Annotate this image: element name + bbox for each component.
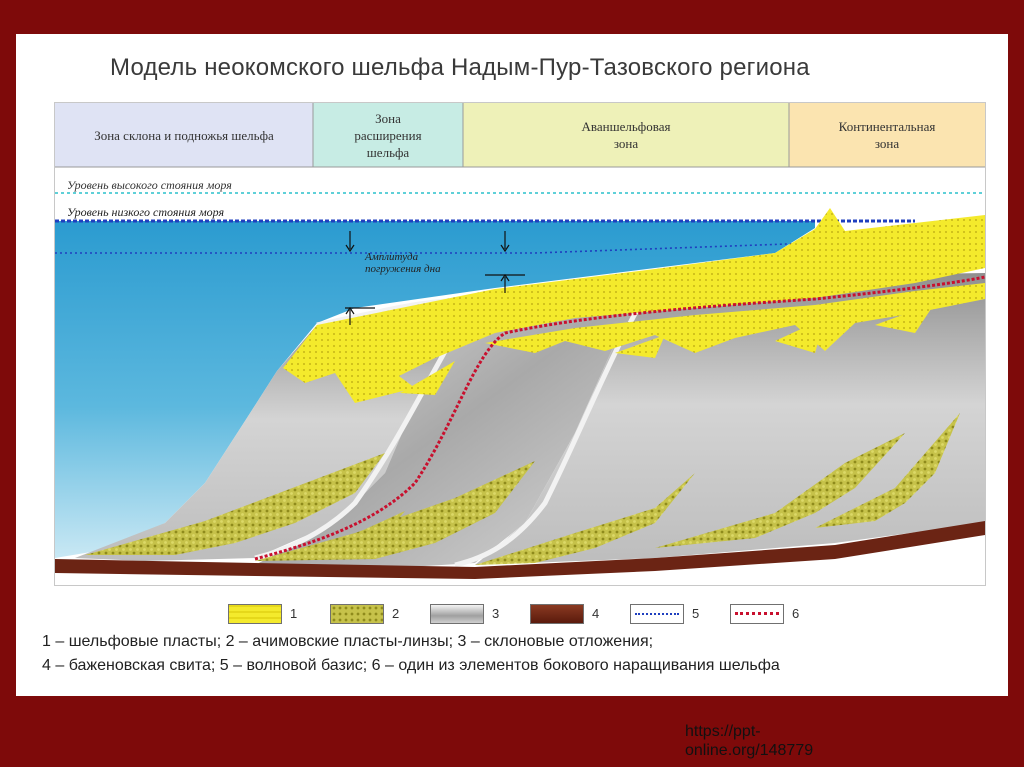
legend-swatches: 1 2 3 4 5 6 — [0, 604, 1024, 626]
zone-continental-label-2: зона — [875, 136, 900, 151]
zone-expansion-label-3: шельфа — [367, 145, 410, 160]
amplitude-label-1: Амплитуда — [364, 251, 419, 263]
source-url-line-2[interactable]: online.org/148779 — [685, 741, 885, 760]
legend-text-line-1: 1 – шельфовые пласты; 2 – ачимовские пла… — [42, 633, 653, 651]
legend-swatch-slope — [430, 604, 484, 624]
amplitude-label-2: погружения дна — [365, 263, 441, 275]
legend-num-4: 4 — [592, 606, 599, 621]
zone-avanshelf-bg — [463, 103, 789, 167]
legend-swatch-bazhenov — [530, 604, 584, 624]
source-url-line-1[interactable]: https://ppt- — [685, 722, 885, 741]
zone-continental-label-1: Континентальная — [839, 119, 936, 134]
zone-avanshelf-label-1: Аваншельфовая — [582, 119, 671, 134]
slide-title: Модель неокомского шельфа Надым-Пур-Тазо… — [110, 54, 810, 82]
legend-num-1: 1 — [290, 606, 297, 621]
legend-swatch-shelf — [228, 604, 282, 624]
low-sea-level-label: Уровень низкого стояния моря — [67, 205, 224, 219]
zone-continental-bg — [789, 103, 985, 167]
zone-header: Зона склона и подножья шельфа Зона расши… — [55, 103, 985, 167]
high-sea-level-label: Уровень высокого стояния моря — [67, 178, 232, 192]
legend-num-5: 5 — [692, 606, 699, 621]
zone-avanshelf-label-2: зона — [614, 136, 639, 151]
diagram-canvas: Зона склона и подножья шельфа Зона расши… — [55, 103, 985, 585]
legend-text-line-2: 4 – баженовская свита; 5 – волновой бази… — [42, 657, 780, 675]
legend-num-3: 3 — [492, 606, 499, 621]
shelf-model-diagram: Зона склона и подножья шельфа Зона расши… — [54, 102, 986, 586]
legend-swatch-accretion — [730, 604, 784, 624]
legend-num-6: 6 — [792, 606, 799, 621]
zone-slope-label: Зона склона и подножья шельфа — [94, 128, 274, 143]
zone-expansion-label-2: расширения — [354, 128, 421, 143]
legend-swatch-wave-base — [630, 604, 684, 624]
legend-num-2: 2 — [392, 606, 399, 621]
legend-swatch-achimov — [330, 604, 384, 624]
zone-expansion-label-1: Зона — [375, 111, 401, 126]
source-url[interactable]: https://ppt- online.org/148779 — [685, 722, 885, 767]
